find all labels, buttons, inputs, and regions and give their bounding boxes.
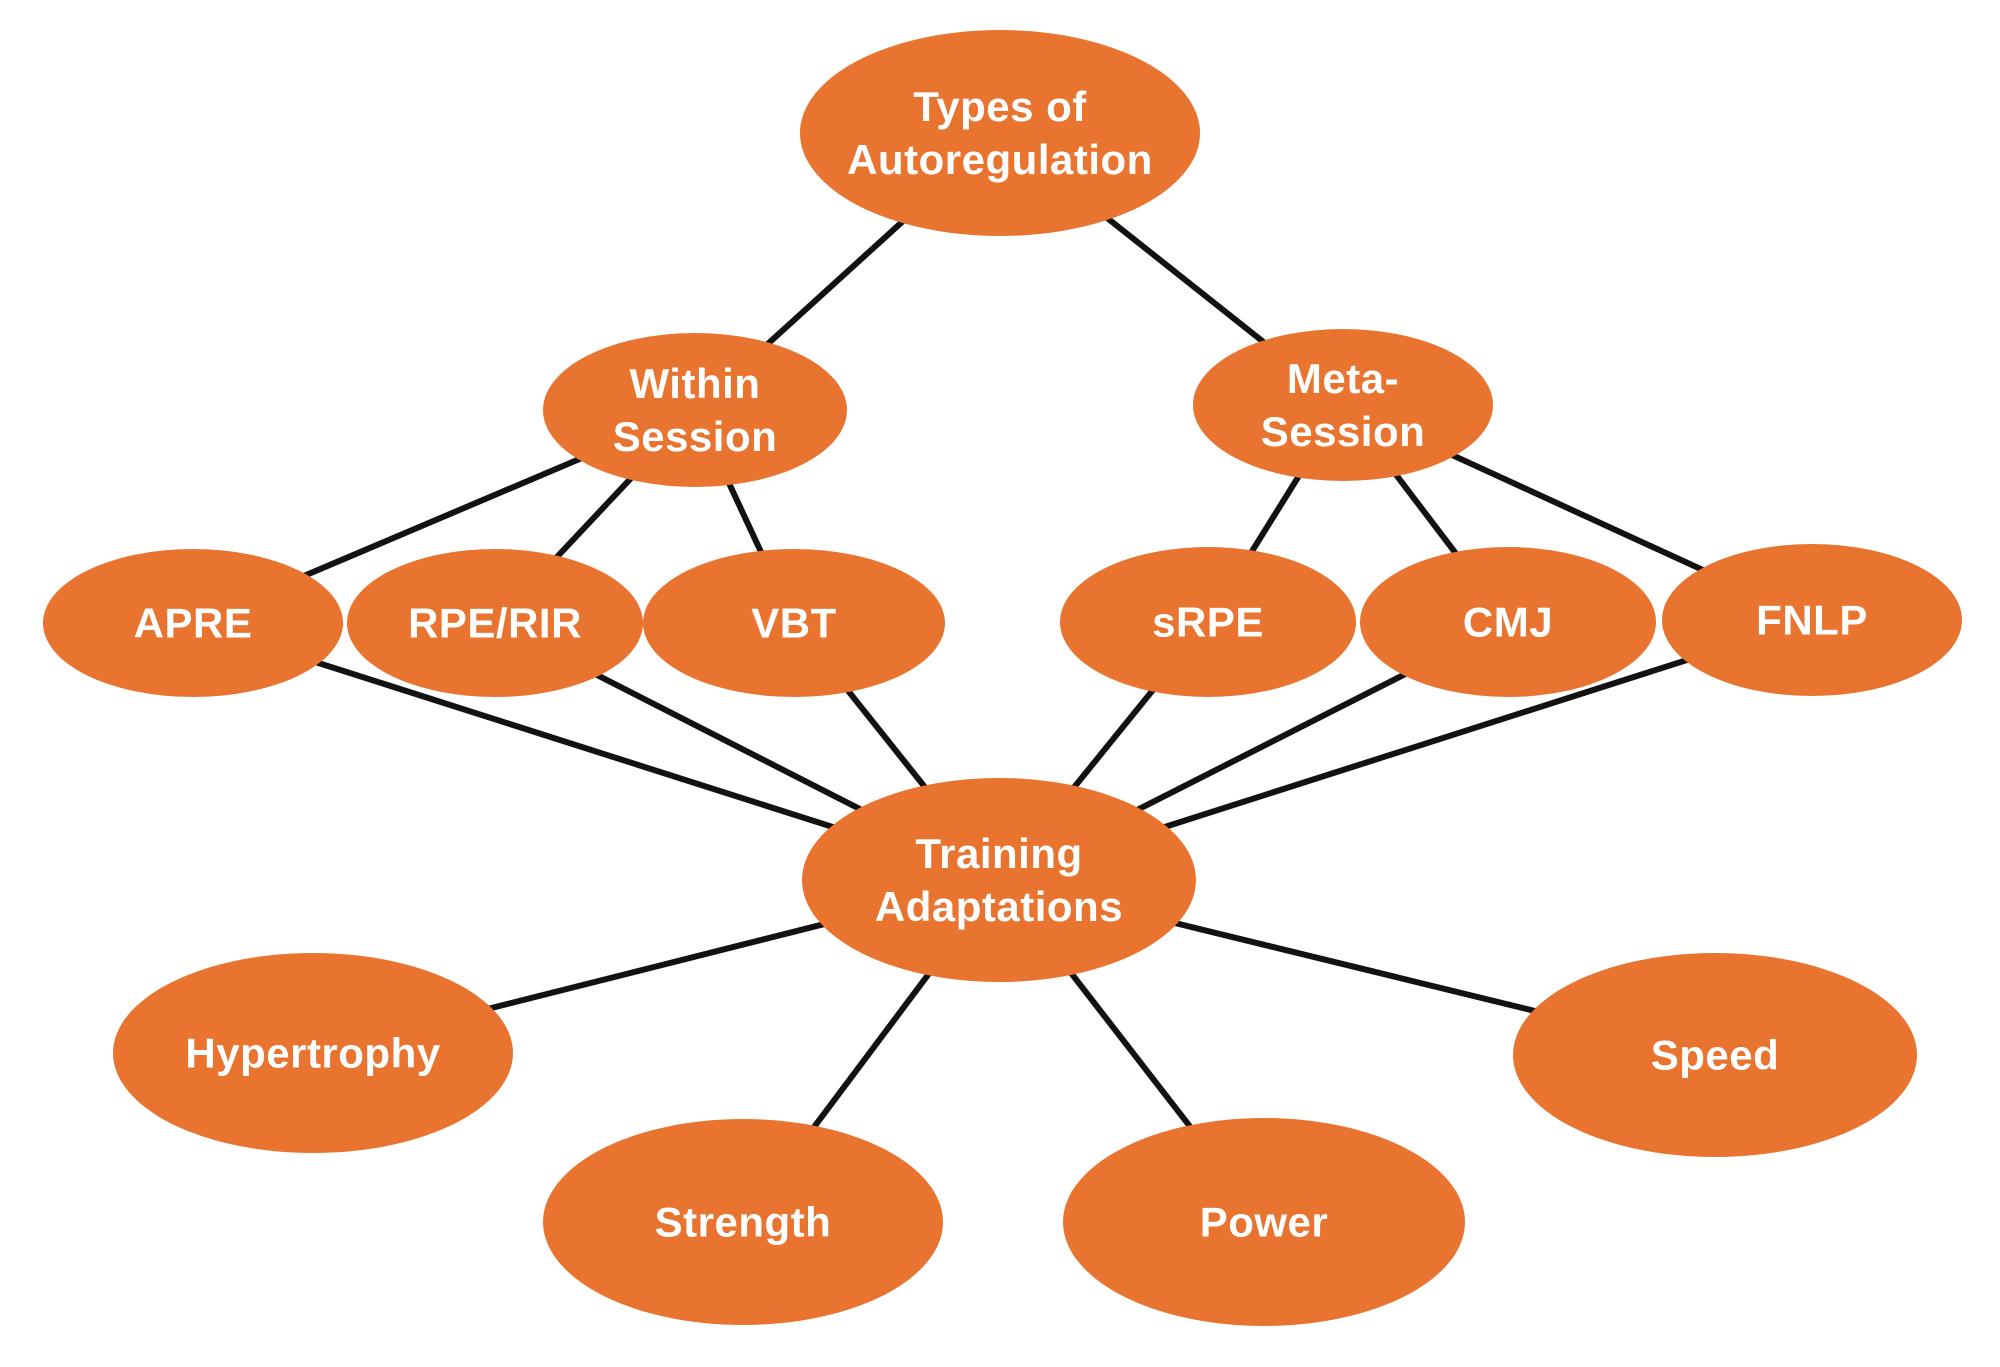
node-label-strength: Strength [655,1199,832,1246]
node-ellipse-apre [43,549,343,697]
node-rpe-rir: RPE/RIR [347,549,643,697]
node-ellipse-fnlp [1662,544,1962,696]
node-ellipse-strength [543,1119,943,1325]
node-label-vbt: VBT [751,600,837,647]
node-ellipse-power [1063,1118,1465,1326]
node-fnlp: FNLP [1662,544,1962,696]
node-apre: APRE [43,549,343,697]
node-power: Power [1063,1118,1465,1326]
node-label-apre: APRE [134,600,253,647]
node-ellipse-meta [1193,329,1493,481]
node-speed: Speed [1513,953,1917,1157]
node-label-fnlp: FNLP [1756,597,1868,644]
node-ellipse-rpe-rir [347,549,643,697]
node-ellipse-speed [1513,953,1917,1157]
node-ellipse-hypertrophy [113,953,513,1153]
node-strength: Strength [543,1119,943,1325]
node-cmj: CMJ [1360,547,1656,697]
node-label-hypertrophy: Hypertrophy [185,1030,440,1077]
node-ellipse-training [802,778,1196,982]
node-ellipse-within [543,333,847,487]
node-meta: Meta-Session [1193,329,1493,481]
node-ellipse-vbt [643,549,945,697]
node-label-speed: Speed [1651,1032,1780,1079]
node-label-power: Power [1200,1199,1329,1246]
node-ellipse-types [800,30,1200,236]
node-label-cmj: CMJ [1463,599,1553,646]
node-srpe: sRPE [1060,547,1356,697]
node-vbt: VBT [643,549,945,697]
node-label-srpe: sRPE [1152,599,1264,646]
node-label-meta: Meta-Session [1261,355,1426,455]
node-hypertrophy: Hypertrophy [113,953,513,1153]
node-label-rpe-rir: RPE/RIR [408,600,582,647]
node-ellipse-cmj [1360,547,1656,697]
node-ellipse-srpe [1060,547,1356,697]
